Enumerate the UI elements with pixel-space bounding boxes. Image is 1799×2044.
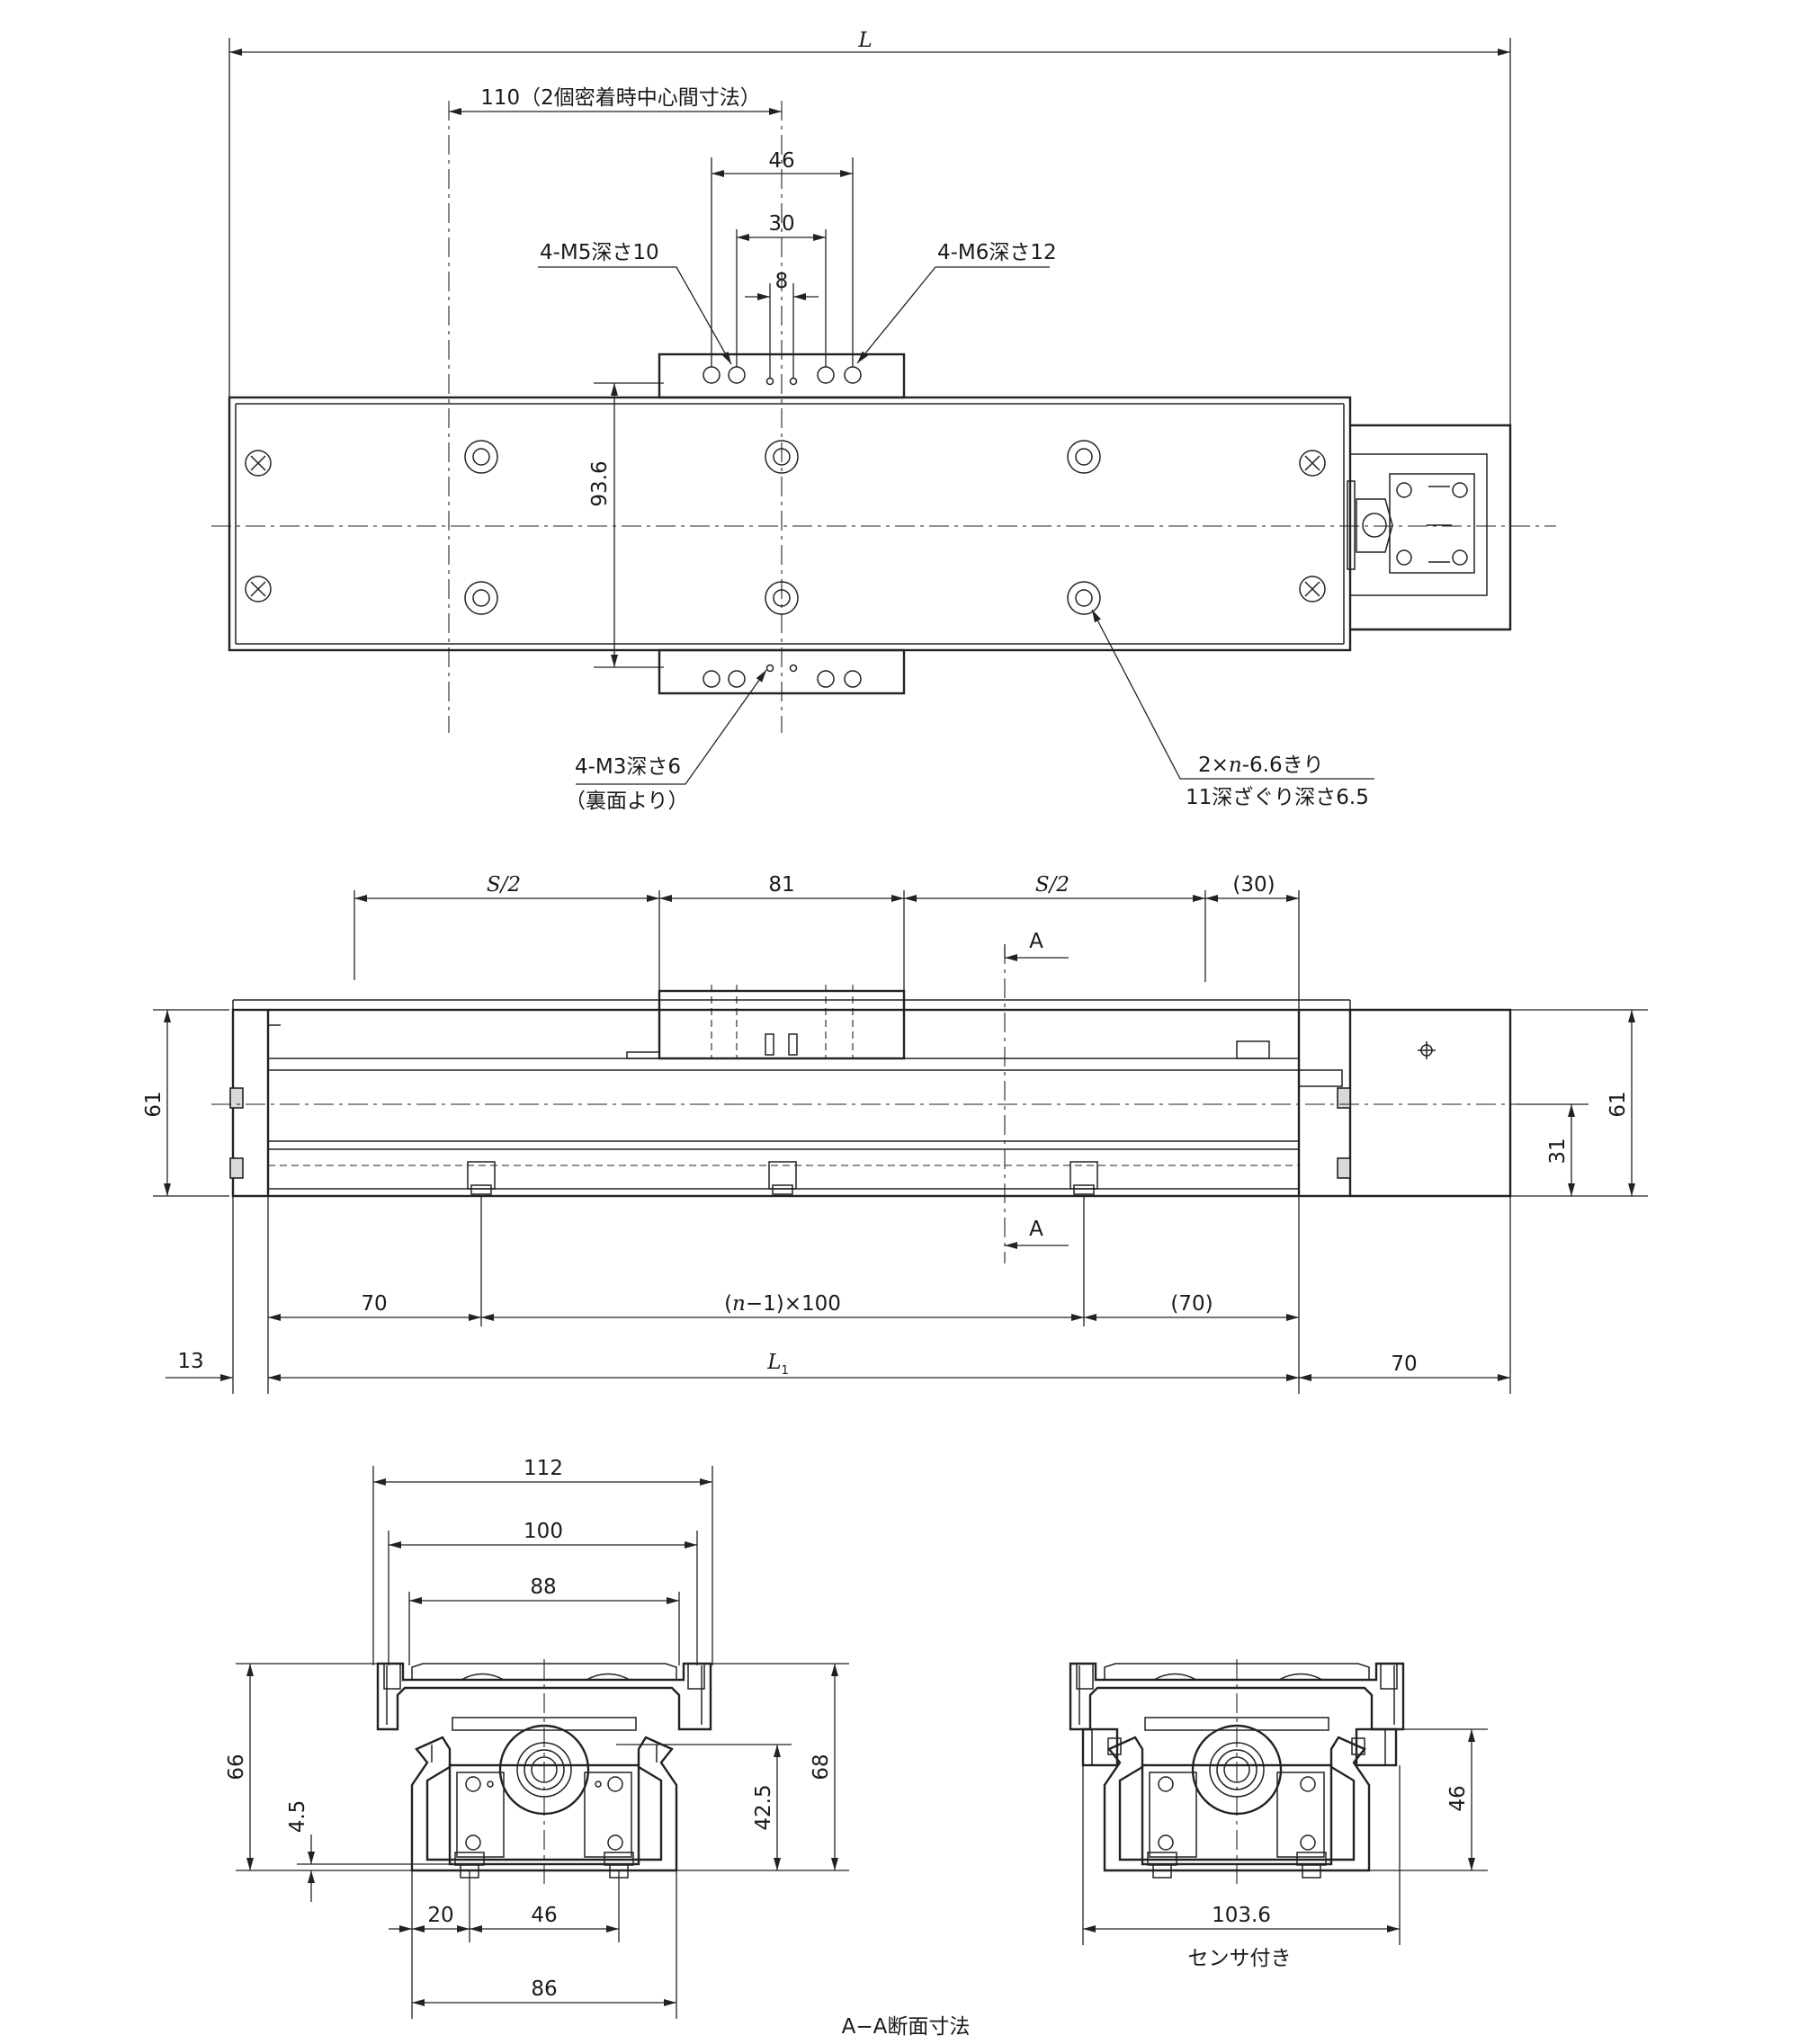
dim-70-ref: (70) [1170,1292,1213,1316]
dim-88: 88 [530,1575,556,1599]
side-view: A A S/2 81 S/2 (30) 61 61 31 [142,873,1648,1394]
dim-81: 81 [768,873,794,897]
section-view: 112 100 88 66 4.5 42.5 68 20 46 86 [225,1457,849,2019]
dim-30-top: 30 [768,212,794,236]
dim-pitch: (n−1)×100 [724,1292,841,1316]
dim-86: 86 [531,1977,557,2001]
label-m5-thread: 4-M5深さ10 [540,241,659,264]
dim-46-top: 46 [768,149,794,173]
corner-screw [1299,450,1326,477]
label-m6-thread: 4-M6深さ12 [937,241,1057,264]
label-m3-thread: 4-M3深さ6 [575,755,681,779]
sensor-view: 46 103.6 センサ付き [1069,1659,1488,1970]
dim-61-left: 61 [142,1091,166,1117]
label-counterbore: 11深ざぐり深さ6.5 [1186,785,1369,809]
dim-100: 100 [524,1520,563,1543]
dim-110-center-distance: 110（2個密着時中心間寸法） [480,86,761,110]
slider-carriage-side [626,985,906,1060]
sensor-left [1081,1727,1122,1767]
dim-103-6: 103.6 [1212,1904,1271,1927]
dim-68: 68 [810,1754,833,1780]
section-mark-a-top: A [1029,930,1043,953]
dim-30-ref: (30) [1232,873,1275,897]
dim-4-5: 4.5 [286,1800,309,1834]
corner-screw [245,576,272,602]
dim-70-left: 70 [361,1292,387,1316]
dim-93-6: 93.6 [588,460,612,506]
actuator-body-side [229,999,1352,1198]
label-mounting-holes: 2×n-6.6きり [1198,754,1324,777]
dim-8-top: 8 [775,270,789,293]
sensor-caption: センサ付き [1188,1947,1292,1970]
dim-66: 66 [225,1754,248,1780]
dim-s-half-right: S/2 [1035,873,1070,897]
dim-112: 112 [524,1457,563,1480]
figure-caption: A−A断面寸法 [842,2015,971,2039]
dim-46-sensor: 46 [1446,1785,1470,1811]
sensor-right [1351,1727,1398,1767]
motor-housing-top [1347,424,1512,631]
dim-61-right: 61 [1607,1091,1630,1117]
top-view: L 110（2個密着時中心間寸法） 46 30 8 93.6 4-M5深さ10 … [211,29,1556,813]
section-mark-a-bottom: A [1029,1218,1043,1241]
motor-housing-side [1350,1008,1512,1198]
dim-L1: L1 [766,1351,789,1378]
dim-42-5: 42.5 [752,1784,775,1830]
dim-46-section: 46 [531,1904,557,1927]
counterbore-hole [1067,581,1101,615]
label-m3-note: （裏面より） [565,790,689,813]
counterbore-hole [464,440,498,474]
dim-L: L [857,29,872,52]
mounting-holes [245,440,1326,615]
dim-s-half-left: S/2 [487,873,521,897]
corner-screw [1299,576,1326,602]
dim-20: 20 [427,1904,453,1927]
corner-screw [245,450,272,477]
dim-31: 31 [1546,1138,1570,1164]
mounting-nuts-side [467,1161,1098,1195]
counterbore-hole [1067,440,1101,474]
dim-13: 13 [177,1350,203,1373]
counterbore-hole [464,581,498,615]
dim-70-motor: 70 [1391,1352,1417,1376]
